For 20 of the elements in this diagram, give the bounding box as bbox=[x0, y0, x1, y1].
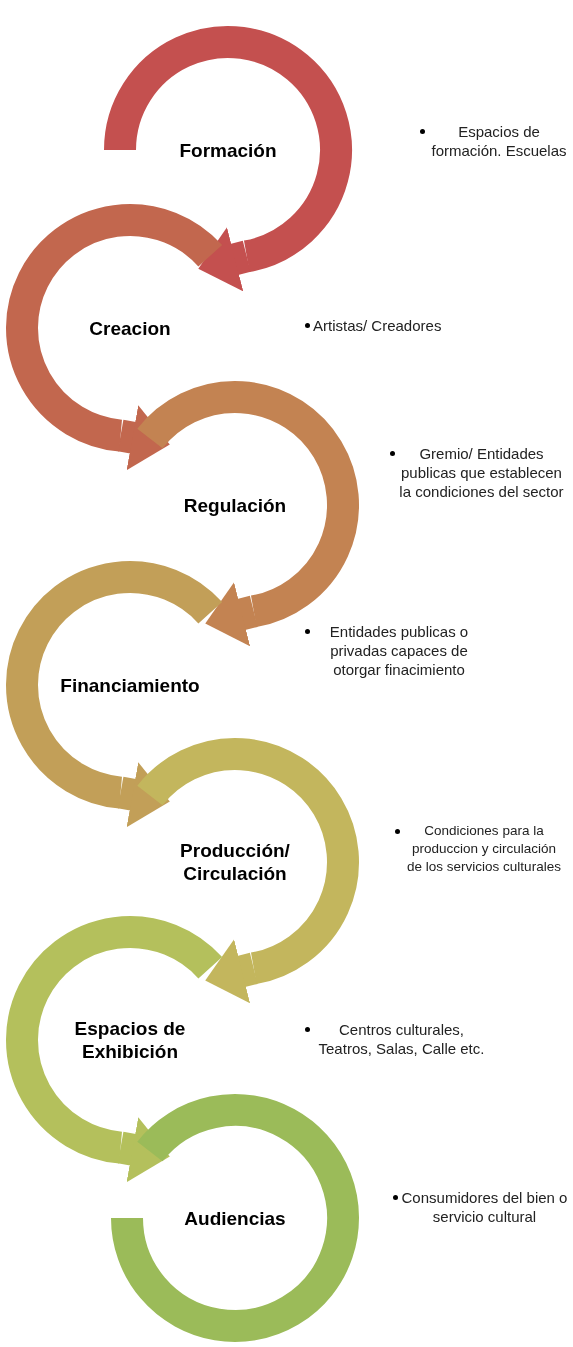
arrow bbox=[117, 762, 170, 828]
stage-title: Audiencias bbox=[183, 1206, 287, 1230]
description-text: Centros culturales, Teatros, Salas, Calle etc. bbox=[317, 1020, 486, 1058]
arrow bbox=[117, 1117, 170, 1183]
description-text: Gremio/ Entidades publicas que establecen la condiciones del sector bbox=[398, 444, 565, 501]
description-text: Consumidores del bien o servicio cultural bbox=[401, 1188, 568, 1226]
description-text: Espacios de formación. Escuelas bbox=[430, 122, 568, 160]
stage-title: Creacion bbox=[88, 316, 172, 340]
stage-title: Producción/ Circulación bbox=[179, 839, 291, 885]
stage-title: Formación bbox=[178, 138, 278, 162]
description-text: Condiciones para la produccion y circulación de los servicios culturales bbox=[406, 822, 562, 876]
stage-title: Espacios de Exhibición bbox=[73, 1017, 187, 1063]
stage-title: Regulación bbox=[182, 493, 288, 517]
description-text: Entidades publicas o privadas capaces de otorgar finacimiento bbox=[328, 622, 470, 679]
arrow bbox=[205, 582, 258, 647]
arrow bbox=[205, 939, 258, 1004]
description-text: Artistas/ Creadores bbox=[313, 316, 442, 335]
arrow bbox=[117, 405, 170, 471]
arrow bbox=[198, 227, 251, 292]
stage-title: Financiamiento bbox=[59, 673, 201, 697]
